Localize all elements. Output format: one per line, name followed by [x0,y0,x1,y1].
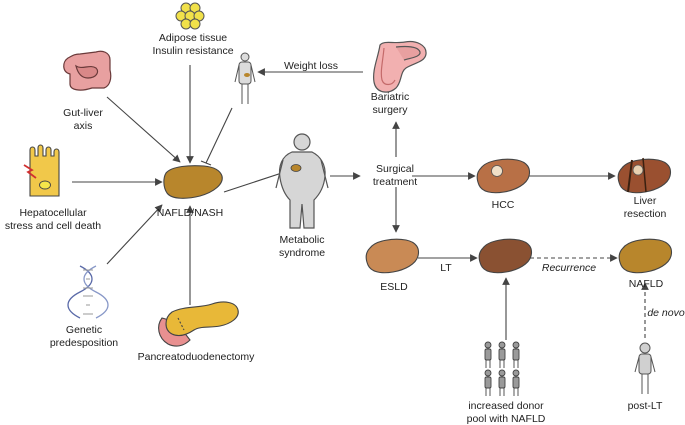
people-group-icon [484,341,520,396]
label-gut-liver-line2: axis [73,119,93,132]
label-bariatric-line2: surgery [372,103,408,116]
label-donor-pool-line1: increased donor [468,400,544,412]
label-genetic-line2: predesposition [49,336,119,349]
post-lt-person-icon [634,342,656,394]
label-gut-liver-line1: Gut-liver [63,107,103,119]
label-liver-resection-line2: resection [623,207,667,220]
intestine-icon [63,50,112,91]
label-nafld-nash-text: NAFLD/NASH [156,207,224,219]
label-hepatocellular-line2: stress and cell death [4,219,102,232]
label-adipose-line1: Adipose tissue [158,32,228,44]
hcc-liver-icon [476,158,531,194]
adipose-icon [175,2,205,30]
label-bariatric: Bariatric surgery [360,91,420,116]
label-post-lt-text: post-LT [627,400,663,412]
label-liver-resection-line1: Liver [633,195,657,207]
label-surgical-line1: Surgical [376,163,414,175]
pancreas-icon [158,301,239,347]
stomach-icon [373,40,427,93]
resected-liver-icon [617,157,672,194]
label-surgical-line2: treatment [372,175,418,188]
label-liver-resection: Liver resection [617,195,673,220]
label-metabolic: Metabolic syndrome [272,234,332,259]
obese-person-icon [275,133,329,229]
label-nafld-text: NAFLD [628,278,664,290]
transplant-liver-icon [478,238,533,274]
label-recurrence-text: Recurrence [541,262,597,274]
label-metabolic-line2: syndrome [278,246,326,259]
label-surgical: Surgical treatment [363,163,427,188]
label-post-lt: post-LT [620,400,670,413]
label-adipose-line2: Insulin resistance [152,44,234,57]
nafld-nash-liver-icon [163,165,223,199]
label-hcc: HCC [485,199,521,212]
label-pancreatoduodenectomy: Pancreatoduodenectomy [135,351,257,364]
label-hepatocellular: Hepatocellular stress and cell death [0,207,106,232]
label-genetic: Genetic predesposition [44,324,124,349]
label-lt-text: LT [440,262,452,274]
esld-liver-icon [365,238,420,274]
arrows [72,65,649,340]
label-nafld-nash: NAFLD/NASH [150,207,230,220]
label-de-novo: de novo [646,307,685,320]
label-bariatric-line1: Bariatric [370,91,410,103]
dna-icon [67,265,109,319]
label-esld-text: ESLD [380,281,408,293]
label-nafld: NAFLD [622,278,670,291]
label-lt: LT [436,262,456,275]
label-pancreato-text: Pancreatoduodenectomy [137,351,255,363]
hepatocyte-icon [23,144,60,197]
label-donor-pool: increased donor pool with NAFLD [458,400,554,425]
label-de-novo-text: de novo [647,307,685,319]
person-icon [234,52,256,104]
label-donor-pool-line2: pool with NAFLD [466,412,546,425]
label-weight-loss: Weight loss [276,60,346,73]
label-hepatocellular-line1: Hepatocellular [19,207,87,219]
label-hcc-text: HCC [491,199,515,211]
nafld-liver-icon [618,238,673,274]
label-esld: ESLD [374,281,414,294]
label-recurrence: Recurrence [536,262,602,275]
label-gut-liver: Gut-liver axis [58,107,108,132]
arrow-genetic-to-nafld [106,204,163,265]
label-metabolic-line1: Metabolic [279,234,325,246]
inhibit-bar [200,160,212,166]
label-adipose: Adipose tissue Insulin resistance [148,32,238,57]
inhibit-weightloss-to-nafld [205,107,233,164]
arrow-gut-to-nafld [106,96,181,163]
label-genetic-line1: Genetic [65,324,103,336]
label-weight-loss-text: Weight loss [283,60,339,72]
